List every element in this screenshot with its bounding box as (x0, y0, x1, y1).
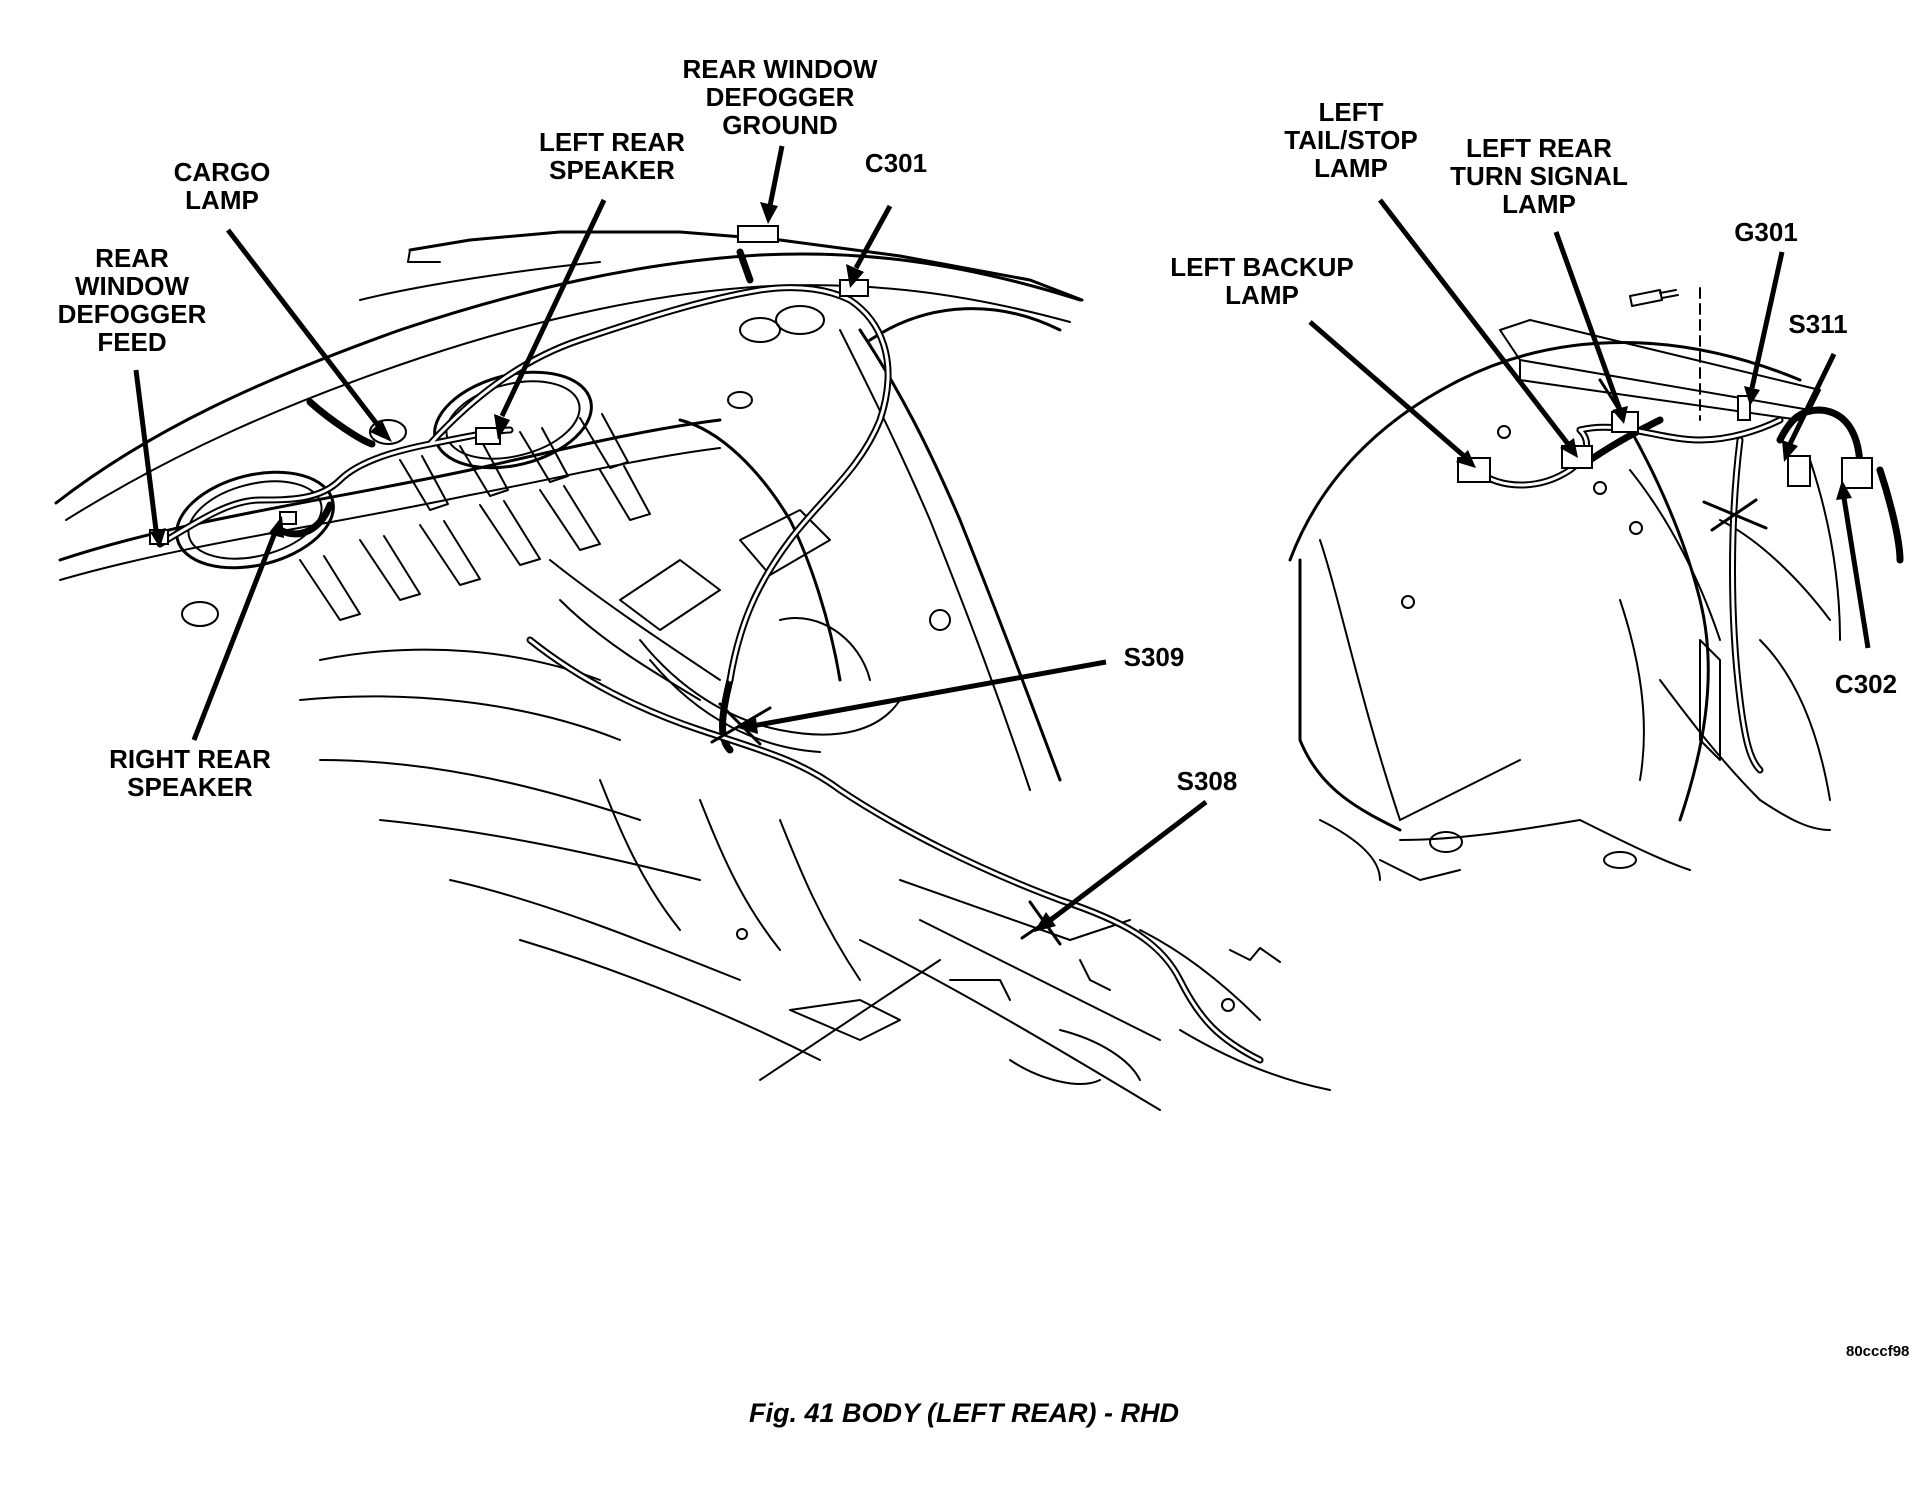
label-rear-window-defogger-feed: REAR WINDOW DEFOGGER FEED (57, 243, 207, 357)
leader-s309 (751, 659, 1107, 729)
leader-defogger-feed (133, 369, 159, 531)
label-left-tail-stop-lamp: LEFT TAIL/STOP LAMP (1284, 97, 1418, 183)
label-s311: S311 (1788, 309, 1848, 339)
figure-id-code: 80cccf98 (1846, 1343, 1910, 1360)
leader-defogger-ground (767, 145, 785, 207)
label-s308: S308 (1176, 766, 1238, 796)
leader-c302 (1841, 497, 1871, 649)
label-s309: S309 (1123, 642, 1185, 672)
leader-s311 (1787, 352, 1837, 446)
label-left-rear-speaker: LEFT REAR SPEAKER (539, 127, 685, 185)
leader-left-rear-turn-signal-lamp (1553, 231, 1623, 411)
right-harness (1457, 395, 1904, 774)
label-g301: G301 (1734, 217, 1798, 247)
leader-left-backup-lamp (1308, 320, 1466, 458)
leader-left-rear-speaker (499, 198, 607, 418)
splice-marks (710, 498, 1768, 946)
label-cargo-lamp: CARGO LAMP (173, 157, 271, 215)
leader-g301 (1749, 251, 1785, 389)
leader-left-tail-stop-lamp (1378, 198, 1570, 446)
leader-lines (133, 145, 1871, 932)
label-right-rear-speaker: RIGHT REAR SPEAKER (109, 744, 271, 802)
left-harness (149, 225, 1264, 1064)
leader-cargo-lamp (226, 228, 382, 430)
leader-right-rear-speaker (191, 529, 279, 741)
label-left-rear-turn-signal-lamp: LEFT REAR TURN SIGNAL LAMP (1450, 133, 1628, 219)
figure-caption: Fig. 41 BODY (LEFT REAR) - RHD (748, 1398, 1180, 1428)
leader-c301 (853, 204, 893, 270)
label-left-backup-lamp: LEFT BACKUP LAMP (1170, 252, 1354, 310)
label-rear-window-defogger-ground: REAR WINDOW DEFOGGER GROUND (682, 54, 878, 140)
leader-s308 (1046, 800, 1208, 924)
label-c301: C301 (864, 148, 928, 178)
label-c302: C302 (1834, 669, 1898, 699)
